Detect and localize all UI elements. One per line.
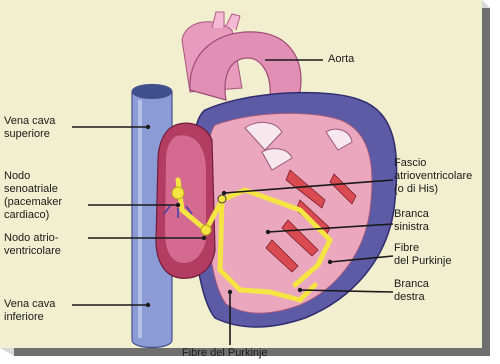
av-node [201, 225, 211, 235]
label-fascio-atrioventricolare: Fascio atrioventricolare (o di His) [394, 157, 472, 196]
atrium-wall [165, 135, 206, 263]
label-branca-destra: Branca destra [394, 278, 429, 304]
label-nodo-senoatriale: Nodo senoatriale (pacemaker cardiaco) [4, 170, 62, 222]
sa-node [172, 187, 184, 199]
label-branca-sinistra: Branca sinistra [394, 208, 429, 234]
label-vena-cava-superiore: Vena cava superiore [4, 115, 55, 141]
label-fibre-purkinje-bottom: Fibre del Purkinje [182, 347, 268, 360]
label-nodo-atrioventricolare: Nodo atrio- ventricolare [4, 232, 61, 258]
label-vena-cava-inferiore: Vena cava inferiore [4, 298, 55, 324]
his-bundle-node [218, 195, 226, 203]
label-aorta: Aorta [328, 53, 354, 66]
vena-cava-top [132, 85, 172, 99]
label-fibre-purkinje-right: Fibre del Purkinje [394, 242, 451, 268]
